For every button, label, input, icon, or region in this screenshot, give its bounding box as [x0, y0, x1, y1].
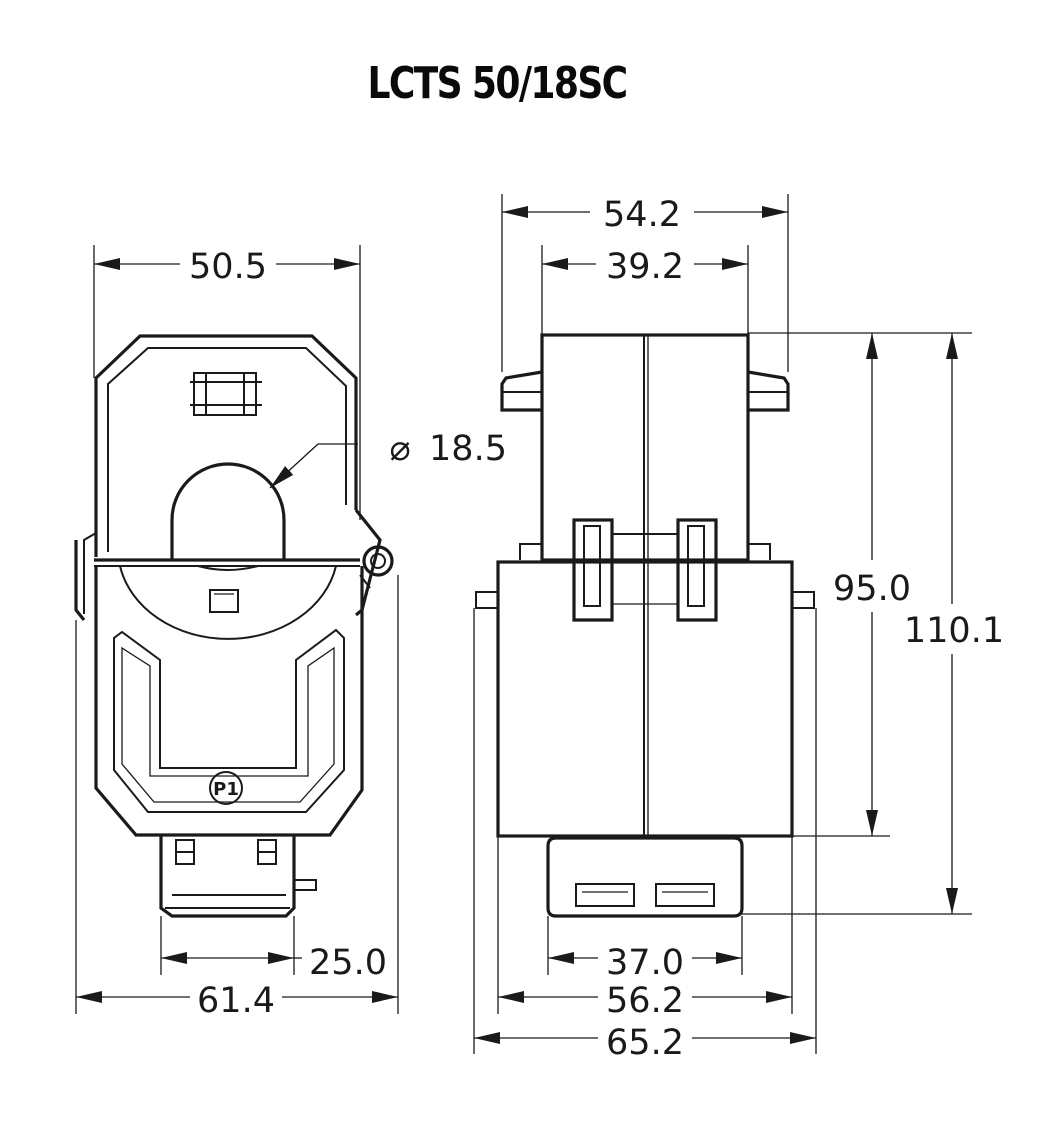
- p1-polarity-mark: P1: [213, 779, 239, 800]
- dim-top-outer-width-label: 54.2: [603, 195, 681, 235]
- dim-terminal-width-label: 25.0: [309, 943, 387, 983]
- dim-body-width-label: 56.2: [606, 981, 684, 1021]
- dim-overall-height-label: 110.1: [904, 611, 1004, 651]
- front-view-dimensions: 50.5 ⌀ 18.5 25.0 61.4: [75, 245, 507, 1021]
- dim-overall-width-label: 61.4: [197, 981, 275, 1021]
- drawing-title: LCTS 50/18SC: [367, 58, 628, 109]
- dim-base-width-label: 37.0: [606, 943, 684, 983]
- side-view-dimensions: 54.2 39.2 95.0 110.1 37.0 56.2: [473, 194, 1004, 1063]
- dim-top-inner-width-label: 39.2: [606, 247, 684, 287]
- diameter-symbol: ⌀: [389, 429, 410, 469]
- front-view: P1: [74, 334, 394, 918]
- dim-aperture-diameter-label: 18.5: [429, 429, 507, 469]
- side-view: [475, 333, 815, 918]
- dim-top-width-label: 50.5: [189, 247, 267, 287]
- dim-overall-width-label-side: 65.2: [606, 1023, 684, 1063]
- dim-body-height-label: 95.0: [833, 569, 911, 609]
